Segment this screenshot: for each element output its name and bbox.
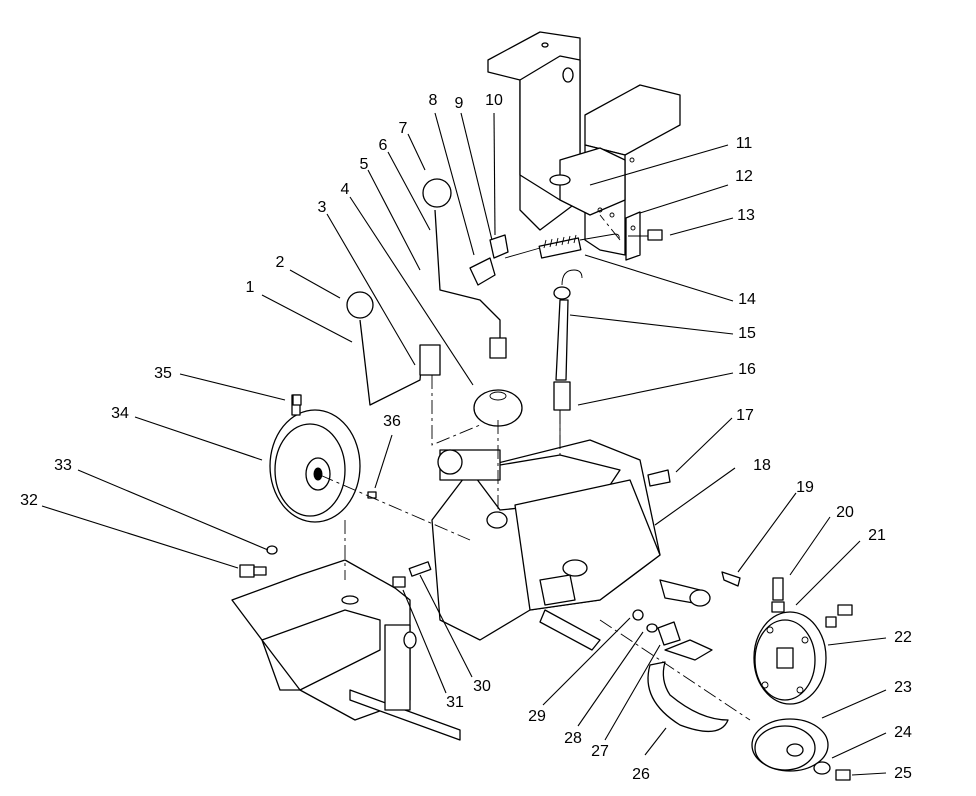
callout-17: 17	[736, 407, 754, 424]
callout-6: 6	[379, 137, 388, 154]
upper-mounting-bracket	[487, 31, 681, 256]
bolt-32	[239, 564, 267, 578]
gasket-17	[647, 469, 671, 487]
callout-15: 15	[738, 325, 756, 342]
callout-23: 23	[894, 679, 912, 696]
callout-14: 14	[738, 291, 756, 308]
callout-11: 11	[736, 135, 753, 152]
callout-1: 1	[246, 279, 255, 296]
transmission-housing-18	[431, 439, 711, 651]
lever-arm-1	[346, 291, 441, 406]
bolt-25	[835, 769, 851, 781]
callout-27: 27	[591, 743, 609, 760]
callout-5: 5	[360, 156, 369, 173]
callout-35: 35	[154, 365, 172, 382]
callout-34: 34	[111, 405, 129, 422]
brake-drum-23	[751, 718, 829, 772]
roll-pin-30	[408, 561, 432, 577]
callout-32: 32	[20, 492, 38, 509]
callout-31: 31	[446, 694, 464, 711]
washer-33	[266, 545, 278, 555]
lever-arm-6	[422, 178, 507, 359]
washer-28	[646, 623, 658, 633]
callout-33: 33	[54, 457, 72, 474]
callout-29: 29	[528, 708, 546, 725]
bracket-27	[657, 621, 681, 646]
control-rod-15	[553, 269, 583, 445]
callout-12: 12	[735, 168, 753, 185]
callout-18: 18	[753, 457, 771, 474]
callout-24: 24	[894, 724, 912, 741]
washer-24	[813, 761, 831, 775]
callout-4: 4	[341, 181, 350, 198]
nut-21	[825, 604, 853, 628]
callout-22: 22	[894, 629, 912, 646]
bolt-29	[632, 609, 644, 621]
brake-band-26	[647, 639, 729, 732]
callout-13: 13	[737, 207, 755, 224]
callout-21: 21	[868, 527, 886, 544]
assembly-axis-lines	[319, 214, 751, 721]
callout-16: 16	[738, 361, 756, 378]
hex-bolt-13	[628, 229, 663, 241]
callout-26: 26	[632, 766, 650, 783]
callout-19: 19	[796, 479, 814, 496]
latch-plate-8	[469, 234, 509, 286]
callout-10: 10	[485, 92, 503, 109]
bolt-20	[771, 577, 785, 613]
callout-20: 20	[836, 504, 854, 521]
chassis-frame	[231, 559, 461, 741]
callout-3: 3	[318, 199, 327, 216]
woodruff-key-19	[721, 571, 741, 587]
spacer-31	[392, 576, 406, 588]
callout-30: 30	[473, 678, 491, 695]
bolt-35	[292, 394, 302, 406]
callout-25: 25	[894, 765, 912, 782]
brake-hub-22	[753, 611, 827, 705]
callout-numbers: 1 2 3 4 5 6 7 8 9 10 11 12 13 14 15 16 1…	[20, 92, 912, 783]
drive-pulley-34	[269, 394, 361, 523]
leader-lines	[41, 112, 887, 776]
callout-8: 8	[429, 92, 438, 109]
callout-7: 7	[399, 120, 408, 137]
callout-28: 28	[564, 730, 582, 747]
callout-9: 9	[455, 95, 464, 112]
callout-2: 2	[276, 254, 285, 271]
callout-36: 36	[383, 413, 401, 430]
